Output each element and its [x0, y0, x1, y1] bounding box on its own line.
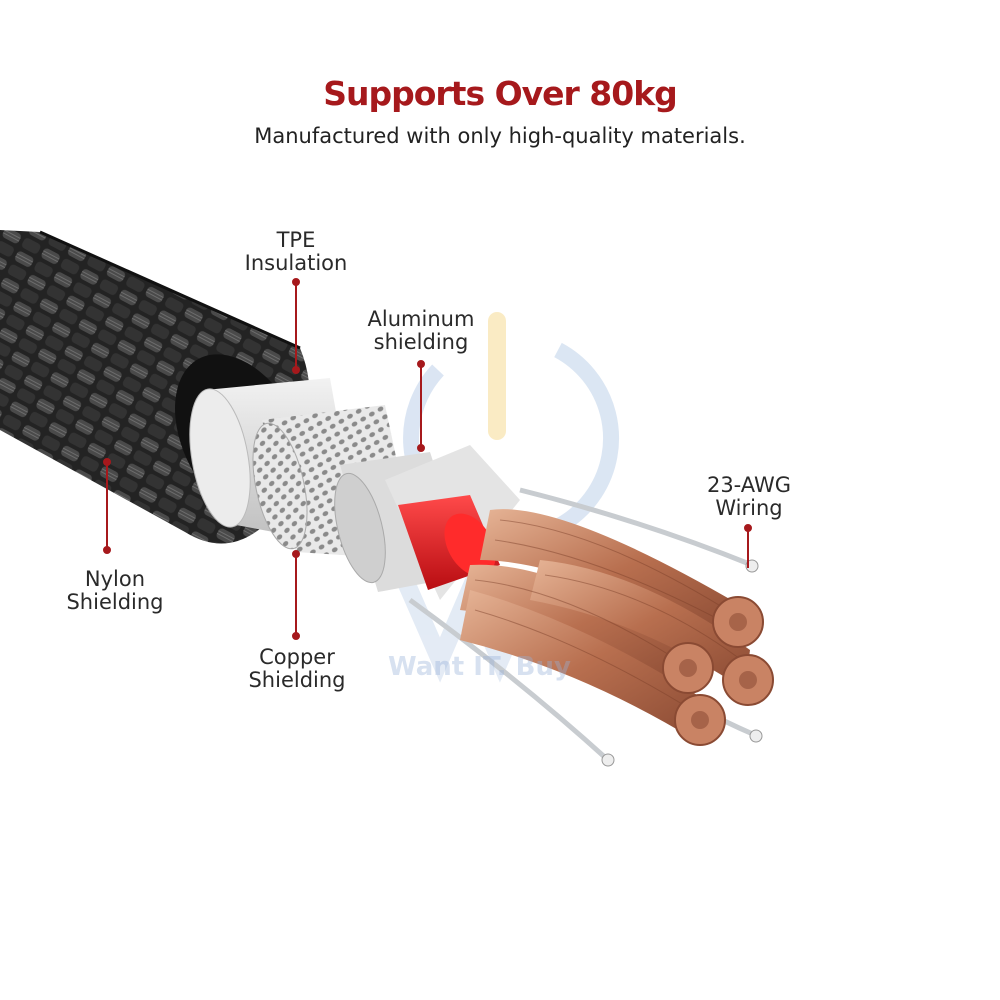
- headline: Supports Over 80kg: [323, 74, 678, 113]
- watermark-text: Want IT. Buy: [388, 652, 571, 682]
- aluminum-shielding-label-line2: shielding: [373, 330, 469, 354]
- awg-wiring-label-line1: 23-AWG: [706, 473, 792, 497]
- aluminum-shielding-label: Aluminum shielding: [360, 308, 482, 354]
- tpe-insulation-label: TPE Insulation: [240, 229, 352, 275]
- awg-wiring-label: 23-AWG Wiring: [696, 474, 802, 520]
- nylon-shielding-label: Nylon Shielding: [58, 568, 172, 614]
- tpe-insulation-label-line1: TPE: [276, 228, 316, 252]
- copper-wire-bundles: [460, 509, 774, 746]
- awg-wiring-label-line2: Wiring: [715, 496, 783, 520]
- copper-shielding-label-line2: Shielding: [248, 668, 346, 692]
- strand-tips: [601, 559, 763, 767]
- aluminum-shielding-label-line1: Aluminum: [367, 307, 475, 331]
- tpe-insulation-label-line2: Insulation: [244, 251, 348, 275]
- copper-shielding-label-line1: Copper: [259, 645, 335, 669]
- nylon-shielding-label-line2: Shielding: [66, 590, 164, 614]
- copper-shielding-label: Copper Shielding: [240, 646, 354, 692]
- nylon-shielding-label-line1: Nylon: [84, 567, 146, 591]
- subheadline: Manufactured with only high-quality mate…: [254, 124, 746, 148]
- callout-leader-lines: [103, 278, 752, 640]
